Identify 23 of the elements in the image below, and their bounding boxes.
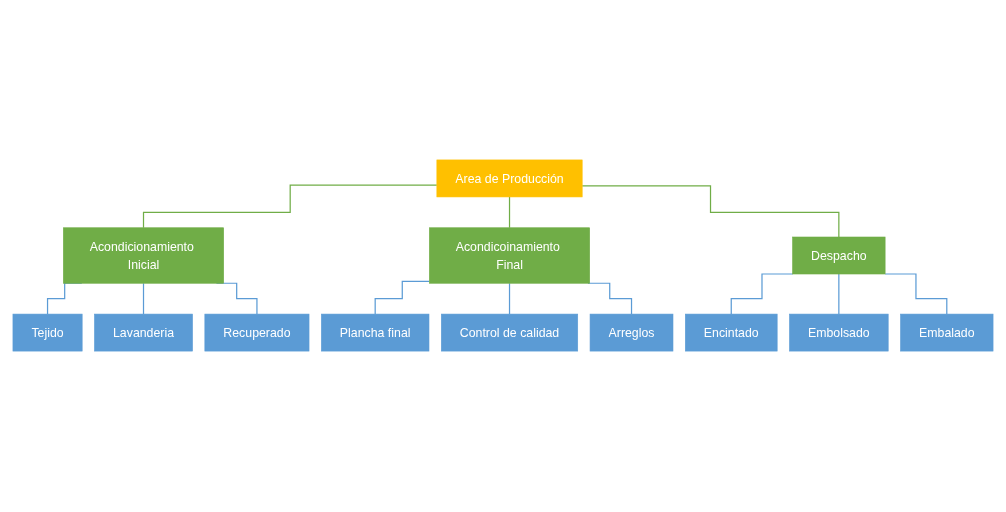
- node-box: Plancha final: [321, 314, 430, 352]
- node-box: Arreglos: [589, 314, 674, 352]
- connector: [142, 185, 438, 229]
- node-box: Control de calidad: [441, 314, 579, 352]
- connector: [142, 283, 145, 316]
- node-box: Acondicoinamiento Final: [429, 227, 590, 285]
- node-box: Despacho: [792, 237, 886, 275]
- connector: [581, 185, 840, 239]
- node-box: Lavanderia: [94, 314, 193, 352]
- node-box: Encintado: [685, 314, 778, 352]
- node-box: Embalado: [900, 314, 994, 352]
- node-box: Tejido: [12, 314, 83, 352]
- node-box: Embolsado: [789, 314, 889, 352]
- connector: [730, 273, 794, 316]
- node-box: Acondicionamiento Inicial: [63, 227, 224, 285]
- connector: [587, 283, 633, 316]
- node-box: Area de Producción: [436, 160, 583, 198]
- node-box: Recuperado: [204, 314, 310, 352]
- connector: [374, 281, 430, 316]
- connector: [508, 283, 511, 316]
- connector: [884, 273, 948, 316]
- connector: [508, 196, 511, 229]
- connector: [838, 273, 840, 316]
